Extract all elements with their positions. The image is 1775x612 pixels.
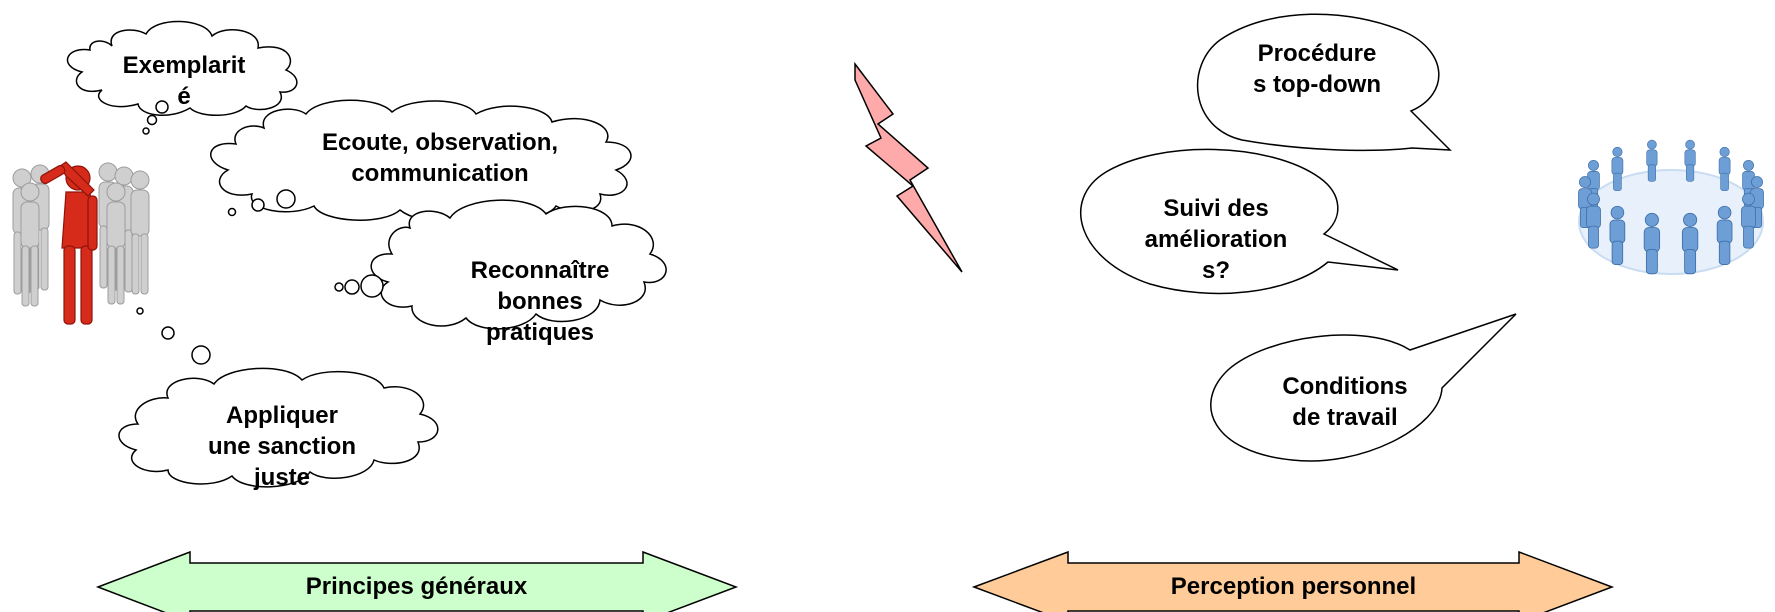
- thought-trail-ecoute: [227, 189, 296, 217]
- thought-trail-exemplarite: [142, 100, 169, 135]
- person-icon: [1643, 212, 1661, 275]
- cloud-label-exemplarite: Exemplarit é: [122, 52, 246, 110]
- bubble-label-procedures: Procédure s top-down: [1253, 40, 1381, 98]
- leader-figure-with-crowd-icon: [12, 161, 150, 325]
- arrow-label-perception: Perception personnel: [1170, 573, 1417, 600]
- person-icon: [1586, 192, 1601, 249]
- thought-cloud-reconnaitre: [370, 199, 667, 330]
- person-icon: [1741, 192, 1756, 249]
- person-icon: [1716, 205, 1733, 265]
- lightning-bolt-icon: [854, 61, 963, 273]
- double-arrow-principes: [95, 550, 739, 612]
- bubble-label-conditions: Conditions de travail: [1282, 373, 1408, 431]
- thought-trail-reconnaitre: [334, 274, 384, 298]
- person-icon: [1681, 212, 1699, 275]
- cloud-label-sanction: Appliquer une sanction juste: [207, 402, 357, 491]
- person-icon: [1646, 139, 1658, 182]
- person-icon: [1718, 146, 1731, 191]
- person-icon: [1611, 146, 1624, 191]
- thought-cloud-sanction: [118, 367, 439, 488]
- cloud-label-reconnaitre: Reconnaître bonnes pratiques: [470, 257, 610, 346]
- people-circle-icon: [1578, 139, 1764, 275]
- thought-cloud-exemplarite: [66, 20, 298, 116]
- arrow-label-principes: Principes généraux: [305, 573, 528, 600]
- cloud-label-ecoute: Ecoute, observation, communication: [321, 129, 559, 187]
- thought-trail-sanction: [136, 307, 211, 365]
- double-arrow-perception: [971, 550, 1615, 612]
- speech-bubble-procedures: [1197, 13, 1452, 152]
- person-icon: [1684, 139, 1696, 182]
- bubble-label-suivi: Suivi des amélioration s?: [1144, 195, 1288, 284]
- person-icon: [1609, 205, 1626, 265]
- speech-bubble-conditions: [1210, 313, 1517, 462]
- speech-bubble-suivi: [1080, 148, 1399, 295]
